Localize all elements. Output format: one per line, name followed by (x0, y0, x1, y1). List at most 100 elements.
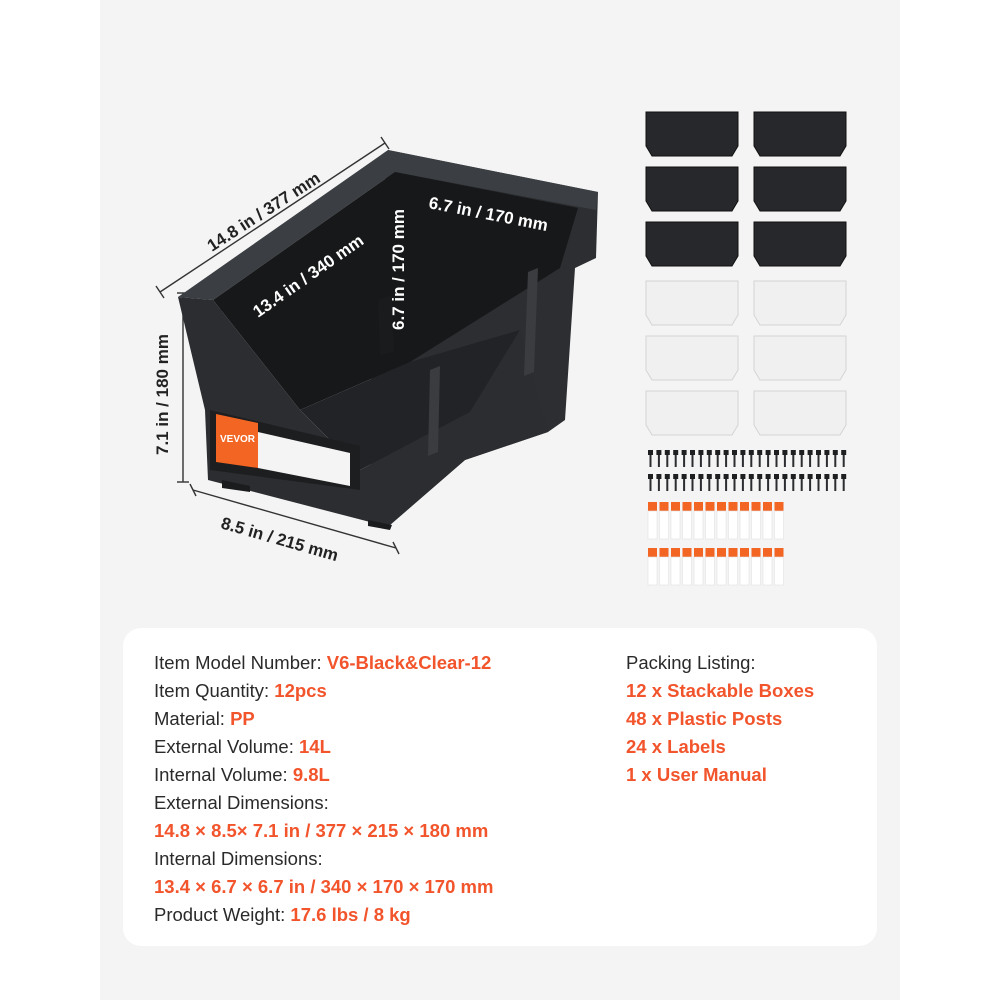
spec-value: 13.4 × 6.7 × 6.7 in / 340 × 170 × 170 mm (154, 876, 494, 897)
plastic-post (723, 474, 729, 491)
spec-value: V6-Black&Clear-12 (326, 652, 492, 673)
label-strip (762, 548, 773, 586)
plastic-post (832, 474, 838, 491)
plastic-post (765, 474, 771, 491)
plastic-post (681, 450, 687, 467)
plastic-post (732, 450, 737, 467)
packing-list-title: Packing Listing: (626, 652, 756, 673)
plastic-post (790, 474, 796, 491)
plastic-post (681, 474, 687, 491)
label-strip (682, 502, 692, 540)
label-strip (774, 548, 784, 586)
plastic-post (824, 450, 830, 467)
plastic-post (774, 450, 779, 467)
label-strip (716, 502, 727, 540)
label-strip (762, 502, 773, 540)
plastic-post (673, 450, 679, 467)
plastic-post (698, 474, 704, 491)
label-strip (751, 502, 761, 540)
label-strip (774, 502, 784, 540)
packing-item: 1 x User Manual (626, 764, 767, 785)
spec-value: 14L (299, 736, 331, 757)
black-bins-group (645, 111, 847, 267)
plastic-post (757, 450, 763, 467)
label-strip (739, 548, 750, 586)
spec-internal-dimensions-value: 13.4 × 6.7 × 6.7 in / 340 × 170 × 170 mm (154, 873, 493, 901)
label-strip (659, 548, 669, 586)
label-strip (647, 502, 658, 540)
spec-value: PP (230, 708, 255, 729)
label-strip (670, 548, 681, 586)
plastic-post (807, 450, 813, 467)
plastic-post (723, 450, 729, 467)
label-strip (693, 548, 704, 586)
plastic-post (690, 474, 695, 491)
plastic-post (748, 474, 754, 491)
plastic-post (774, 474, 779, 491)
brand-logo: VEVOR (220, 434, 256, 445)
plastic-post (740, 474, 746, 491)
storage-bin-image: VEVOR (178, 150, 598, 530)
outer-height-label: 7.1 in / 180 mm (153, 334, 172, 455)
spec-external-dimensions-value: 14.8 × 8.5× 7.1 in / 377 × 215 × 180 mm (154, 817, 493, 845)
spec-key: Product Weight: (154, 904, 291, 925)
plastic-post (656, 450, 662, 467)
plastic-post (824, 474, 830, 491)
spec-value: 12pcs (274, 680, 327, 701)
plastic-post (841, 450, 847, 467)
spec-key: Item Model Number: (154, 652, 327, 673)
plastic-post (748, 450, 754, 467)
label-strip (751, 548, 761, 586)
label-strip (670, 502, 681, 540)
plastic-post (673, 474, 679, 491)
packing-list: Packing Listing: 12 x Stackable Boxes 48… (626, 649, 814, 789)
spec-card: Item Model Number: V6-Black&Clear-12 Ite… (123, 628, 877, 946)
spec-key: Internal Dimensions: (154, 848, 323, 869)
label-strip (716, 548, 727, 586)
label-strip (693, 502, 704, 540)
plastic-post (782, 450, 788, 467)
plastic-post (698, 450, 704, 467)
plastic-post (807, 474, 813, 491)
package-contents (645, 111, 847, 586)
outer-width-label: 8.5 in / 215 mm (219, 514, 341, 566)
plastic-post (816, 474, 821, 491)
label-strip (647, 548, 658, 586)
plastic-post (656, 474, 662, 491)
spec-weight: Product Weight: 17.6 lbs / 8 kg (154, 901, 493, 929)
plastic-post (664, 450, 670, 467)
plastic-post (799, 450, 805, 467)
plastic-post (841, 474, 847, 491)
plastic-post (782, 474, 788, 491)
spec-value: 17.6 lbs / 8 kg (290, 904, 411, 925)
spec-key: Internal Volume: (154, 764, 293, 785)
spec-external-volume: External Volume: 14L (154, 733, 493, 761)
spec-list: Item Model Number: V6-Black&Clear-12 Ite… (154, 649, 493, 929)
spec-value: 9.8L (292, 764, 330, 785)
spec-internal-dimensions-key: Internal Dimensions: (154, 845, 493, 873)
product-illustration: VEVOR 14.8 in / 377 mm 7.1 in / 180 mm 8… (153, 111, 847, 586)
plastic-post (715, 474, 721, 491)
spec-material: Material: PP (154, 705, 493, 733)
label-strip (728, 548, 738, 586)
plastic-post (765, 450, 771, 467)
plastic-post (648, 474, 653, 491)
spec-model: Item Model Number: V6-Black&Clear-12 (154, 649, 493, 677)
plastic-post (740, 450, 746, 467)
plastic-post (715, 450, 721, 467)
plastic-post (757, 474, 763, 491)
packing-item: 12 x Stackable Boxes (626, 680, 815, 701)
plastic-post (706, 450, 712, 467)
labels-group (647, 502, 784, 586)
packing-item: 48 x Plastic Posts (626, 708, 783, 729)
label-strip (728, 502, 738, 540)
spec-key: External Dimensions: (154, 792, 329, 813)
spec-external-dimensions-key: External Dimensions: (154, 789, 493, 817)
inner-height-label: 6.7 in / 170 mm (389, 209, 408, 330)
plastic-post (790, 450, 796, 467)
spec-key: Material: (154, 708, 231, 729)
plastic-post (799, 474, 805, 491)
plastic-post (706, 474, 712, 491)
plastic-post (648, 450, 653, 467)
label-strip (705, 502, 715, 540)
